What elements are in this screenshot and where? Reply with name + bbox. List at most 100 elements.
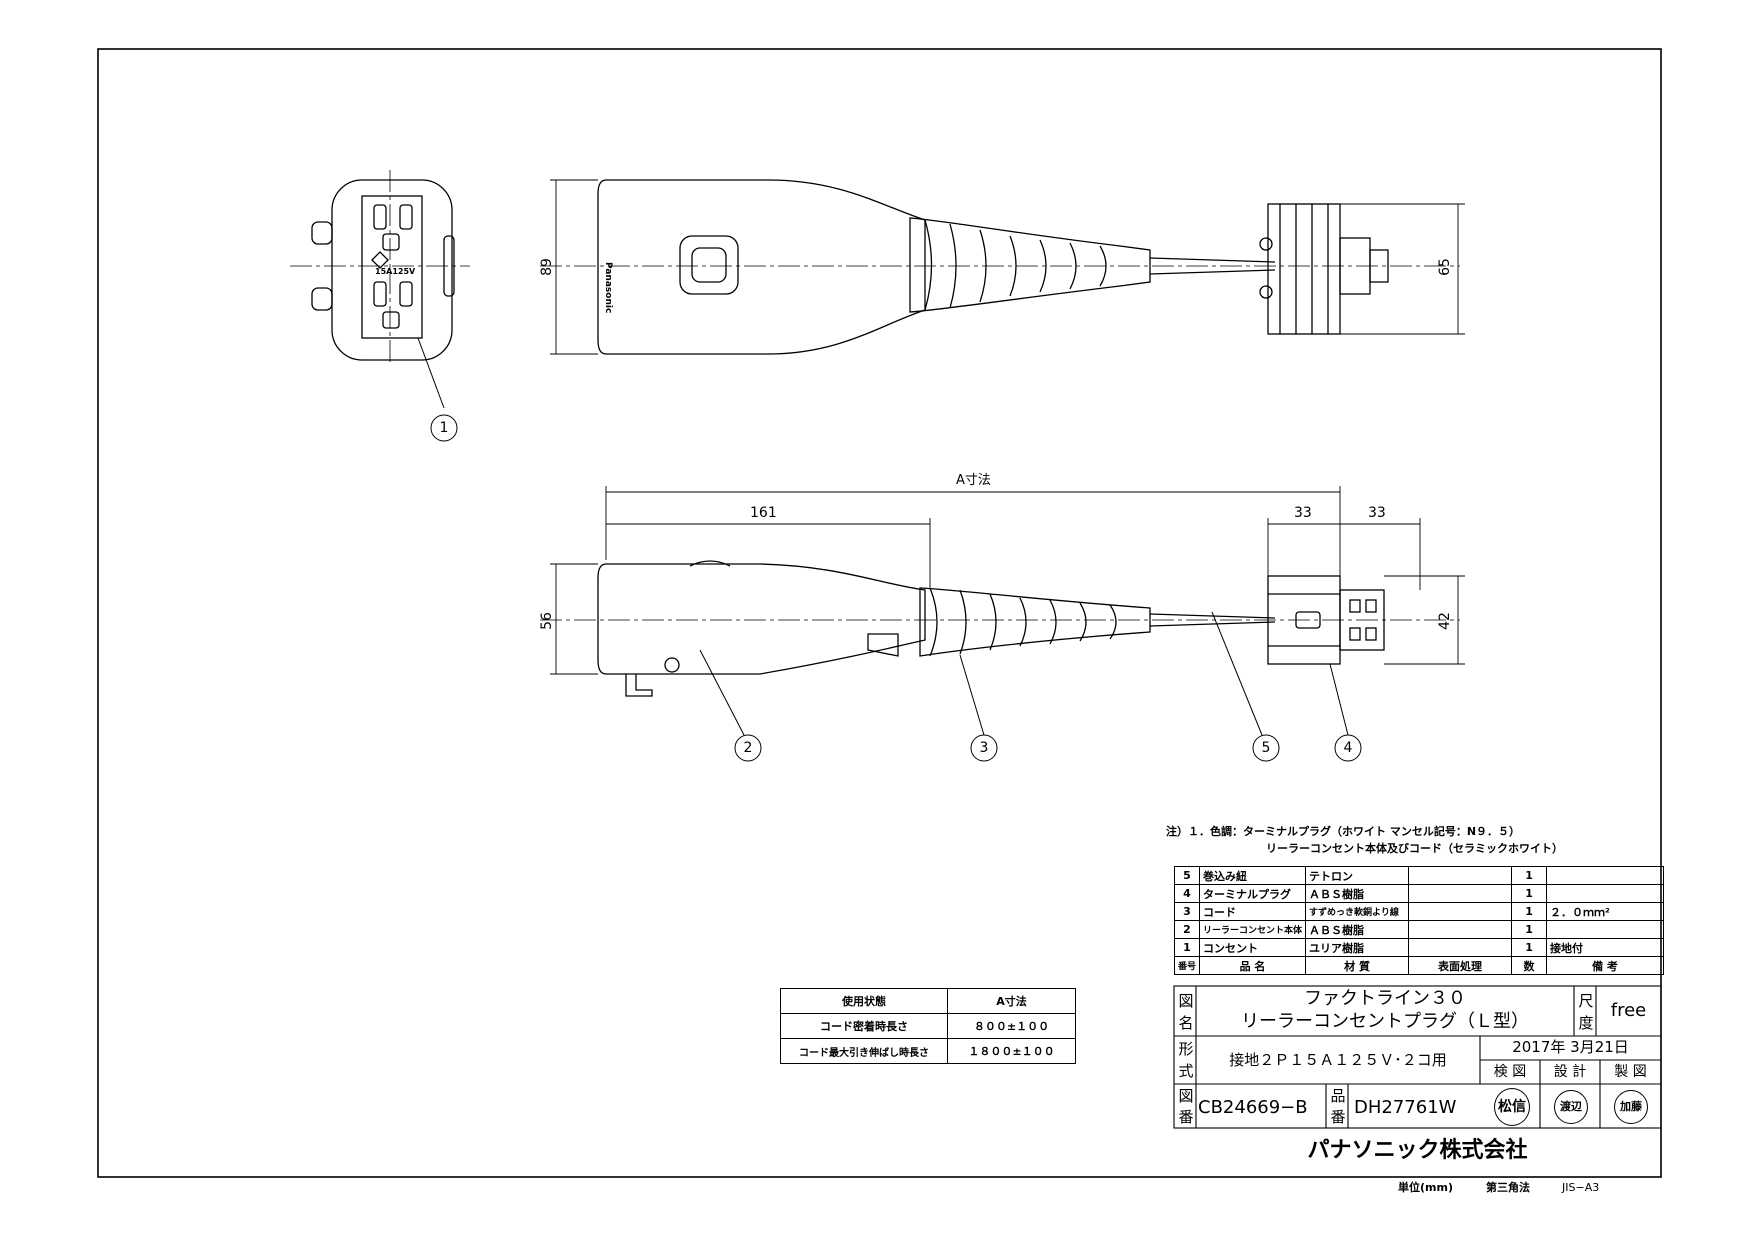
part-finish bbox=[1408, 938, 1513, 957]
parts-row: 4 ターミナルプラグ ＡＢＳ樹脂 1 bbox=[1173, 884, 1664, 903]
usage-row: コード最大引き伸ばし時長さ １８００±１００ bbox=[780, 1038, 1076, 1064]
footer-projection: 第三角法 bbox=[1486, 1181, 1530, 1194]
parts-row: 5 巻込み紐 テトロン 1 bbox=[1173, 866, 1664, 885]
footer-unit: 単位(mm) bbox=[1398, 1181, 1453, 1194]
dim-right-width-2: 33 bbox=[1368, 505, 1386, 521]
part-no: 3 bbox=[1173, 902, 1201, 921]
parts-row: 2 リーラーコンセント本体 ＡＢＳ樹脂 1 bbox=[1173, 920, 1664, 939]
title-block-lines bbox=[1173, 985, 1662, 1129]
part-qty: 1 bbox=[1511, 866, 1548, 885]
part-qty: 1 bbox=[1511, 920, 1548, 939]
part-no: 2 bbox=[1173, 920, 1201, 939]
dim-front-height: 89 bbox=[538, 258, 555, 276]
brand-label: Panasonic bbox=[603, 262, 613, 314]
stamp-drafting: 加藤 bbox=[1614, 1090, 1648, 1124]
side-view bbox=[540, 560, 1460, 697]
part-remarks bbox=[1546, 884, 1664, 903]
role-design: 設 計 bbox=[1553, 1064, 1587, 1080]
dim-a: A寸法 bbox=[956, 473, 991, 488]
dim-front-right-height: 65 bbox=[1436, 258, 1453, 276]
part-material: すずめっき軟銅より線 bbox=[1305, 902, 1410, 921]
note-line-2: リーラーコンセント本体及びコード（セラミックホワイト） bbox=[1266, 842, 1563, 855]
note-line-1: 注）１．色調：ターミナルプラグ（ホワイト マンセル記号：N９．５） bbox=[1166, 825, 1521, 838]
usage-a-value: ８００±１００ bbox=[947, 1013, 1076, 1039]
type-value: 接地２Ｐ１５Ａ１２５Ｖ･２コ用 bbox=[1229, 1051, 1447, 1069]
part-qty: 1 bbox=[1511, 902, 1548, 921]
zuban-label: 図番 bbox=[1178, 1087, 1194, 1126]
part-qty: 1 bbox=[1511, 884, 1548, 903]
part-remarks bbox=[1546, 866, 1664, 885]
part-name: コンセント bbox=[1199, 938, 1307, 957]
product-number: DH27761W bbox=[1354, 1097, 1457, 1118]
parts-list: 5 巻込み紐 テトロン 1 4 ターミナルプラグ ＡＢＳ樹脂 1 3 コード す… bbox=[1173, 866, 1664, 975]
footer-paper-size: JIS−A3 bbox=[1562, 1181, 1600, 1194]
part-material: ユリア樹脂 bbox=[1305, 938, 1410, 957]
balloon-2: 2 bbox=[743, 740, 753, 756]
drawing-number: CB24669−B bbox=[1198, 1097, 1308, 1118]
dim-right-width-1: 33 bbox=[1294, 505, 1312, 521]
shakudo-label: 尺度 bbox=[1578, 992, 1594, 1032]
date-value: 2017年 3月21日 bbox=[1512, 1038, 1629, 1056]
scale-value: free bbox=[1610, 1000, 1647, 1021]
balloon-1: 1 bbox=[439, 420, 449, 436]
balloon-5: 5 bbox=[1261, 740, 1271, 756]
drawing-title-line-2: リーラーコンセントプラグ（Ｌ型） bbox=[1241, 1011, 1529, 1032]
part-material: テトロン bbox=[1305, 866, 1410, 885]
drawing-frame bbox=[97, 48, 1662, 1178]
part-no: 5 bbox=[1173, 866, 1201, 885]
part-finish bbox=[1408, 884, 1513, 903]
usage-header-a: A寸法 bbox=[947, 988, 1076, 1014]
parts-row: 1 コンセント ユリア樹脂 1 接地付 bbox=[1173, 938, 1664, 957]
usage-header-state: 使用状態 bbox=[780, 988, 948, 1014]
part-name: 巻込み紐 bbox=[1199, 866, 1307, 885]
part-no: 4 bbox=[1173, 884, 1201, 903]
part-remarks bbox=[1546, 920, 1664, 939]
part-material: ＡＢＳ樹脂 bbox=[1305, 884, 1410, 903]
role-drafting: 製 図 bbox=[1614, 1064, 1647, 1080]
part-name: リーラーコンセント本体 bbox=[1199, 920, 1307, 939]
part-name: コード bbox=[1199, 902, 1307, 921]
part-finish bbox=[1408, 902, 1513, 921]
dim-side-right-height: 42 bbox=[1436, 612, 1453, 630]
parts-header-row: 番号 品 名 材 質 表面処理 数 備 考 bbox=[1173, 956, 1664, 975]
front-face-rating: 15A125V bbox=[375, 267, 416, 276]
usage-state: コード密着時長さ bbox=[780, 1013, 948, 1039]
part-no: 1 bbox=[1173, 938, 1201, 957]
part-remarks: 接地付 bbox=[1546, 938, 1664, 957]
usage-dimension-table: 使用状態 A寸法 コード密着時長さ ８００±１００ コード最大引き伸ばし時長さ … bbox=[780, 988, 1076, 1064]
header-no: 番号 bbox=[1173, 956, 1201, 975]
balloon-3: 3 bbox=[979, 740, 989, 756]
header-qty: 数 bbox=[1511, 956, 1548, 975]
stamp-design: 渡辺 bbox=[1554, 1090, 1588, 1124]
balloon-4: 4 bbox=[1343, 740, 1353, 756]
usage-a-value: １８００±１００ bbox=[947, 1038, 1076, 1064]
part-name: ターミナルプラグ bbox=[1199, 884, 1307, 903]
dim-side-height: 56 bbox=[538, 612, 555, 630]
part-finish bbox=[1408, 920, 1513, 939]
part-remarks: ２．０ｍｍ² bbox=[1546, 902, 1664, 921]
top-view bbox=[540, 179, 1460, 355]
part-finish bbox=[1408, 866, 1513, 885]
front-view bbox=[290, 170, 470, 409]
zumei-label: 図名 bbox=[1178, 992, 1194, 1032]
header-name: 品 名 bbox=[1199, 956, 1307, 975]
keishiki-label: 形式 bbox=[1178, 1040, 1194, 1080]
header-finish: 表面処理 bbox=[1408, 956, 1513, 975]
company-name: パナソニック株式会社 bbox=[1307, 1138, 1528, 1163]
dimension-lines bbox=[550, 179, 1465, 675]
parts-row: 3 コード すずめっき軟銅より線 1 ２．０ｍｍ² bbox=[1173, 902, 1664, 921]
usage-header-row: 使用状態 A寸法 bbox=[780, 988, 1076, 1014]
usage-row: コード密着時長さ ８００±１００ bbox=[780, 1013, 1076, 1039]
drawing-title-line-1: ファクトライン３０ bbox=[1304, 988, 1466, 1009]
hinban-label: 品番 bbox=[1330, 1087, 1346, 1126]
usage-state: コード最大引き伸ばし時長さ bbox=[780, 1038, 948, 1064]
header-remarks: 備 考 bbox=[1546, 956, 1664, 975]
header-material: 材 質 bbox=[1305, 956, 1410, 975]
role-check: 検 図 bbox=[1493, 1064, 1527, 1080]
part-material: ＡＢＳ樹脂 bbox=[1305, 920, 1410, 939]
stamp-check: 松信 bbox=[1494, 1088, 1530, 1126]
balloons bbox=[430, 414, 1362, 762]
part-qty: 1 bbox=[1511, 938, 1548, 957]
dim-body-length: 161 bbox=[750, 505, 777, 521]
